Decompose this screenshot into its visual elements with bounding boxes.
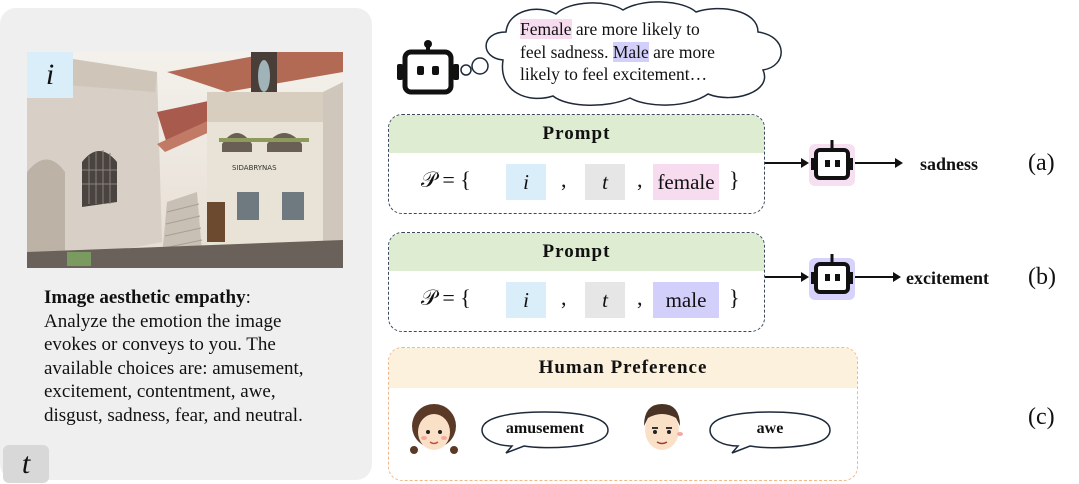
prompt-header: Prompt [389, 233, 764, 271]
task-title: Image aesthetic empathy [44, 287, 246, 308]
flow-arrows-b [765, 254, 901, 300]
human-preference-header: Human Preference [389, 348, 857, 388]
task-line: disgust, sadness, fear, and neutral. [44, 404, 303, 426]
task-line: excitement, contentment, awe, [44, 381, 276, 402]
comma: , [561, 167, 567, 192]
task-line: Analyze the emotion the image [44, 310, 282, 332]
male-attribute-chip: male [653, 282, 719, 318]
task-line: evokes or conveys to you. The [44, 334, 276, 355]
prompt-box-male: Prompt 𝒫 = { i , t , male } [388, 232, 765, 332]
thought-line: likely to feel excitement… [520, 64, 708, 84]
robot-icon-male [811, 254, 853, 294]
case-tag-c: (c) [1028, 404, 1055, 430]
prompt-close-brace: } [729, 285, 740, 310]
female-highlight: Female [520, 19, 572, 39]
case-tag-b: (b) [1028, 264, 1056, 290]
sign-text: SIDABRYNAS [232, 164, 277, 172]
prompt-formula: 𝒫 = { [421, 285, 471, 310]
task-colon: : [245, 287, 251, 308]
task-instruction: Image aesthetic empathy: Analyze the emo… [44, 286, 364, 427]
speech-bubble-male [709, 411, 831, 454]
thought-text: Female are more likely to feel sadness. … [520, 18, 755, 86]
output-label-b: excitement [906, 268, 989, 288]
text-token-chip: t [585, 282, 625, 318]
male-highlight: Male [612, 41, 649, 62]
comma: , [637, 285, 643, 310]
comma: , [637, 167, 643, 192]
female-face-icon [410, 404, 458, 454]
comma: , [561, 285, 567, 310]
text-token-chip: t [585, 164, 625, 200]
task-line: available choices are: amusement, [44, 357, 304, 379]
image-token-chip: i [506, 282, 546, 318]
speech-bubble-female [481, 411, 609, 454]
image-token-chip: i [506, 164, 546, 200]
image-token-tag: i [27, 52, 73, 98]
output-label-a: sadness [920, 154, 979, 174]
case-tag-a: (a) [1028, 150, 1055, 176]
prompt-formula: 𝒫 = { [421, 167, 471, 192]
prompt-close-brace: } [729, 167, 740, 192]
male-preference-answer: awe [756, 420, 784, 437]
thought-line: feel sadness. [520, 41, 613, 62]
prompt-header: Prompt [389, 115, 764, 153]
thought-line: are more likely to [571, 19, 700, 39]
thinking-robot-icon [397, 40, 459, 95]
male-face-icon [644, 404, 683, 450]
human-preference-box: Human Preference [388, 347, 858, 481]
courtyard-photo: SIDABRYNAS [27, 52, 343, 268]
female-attribute-chip: female [653, 164, 719, 200]
prompt-box-female: Prompt 𝒫 = { i , t , female } [388, 114, 765, 214]
robot-icon-female [811, 140, 853, 180]
thought-line: are more [648, 41, 715, 62]
flow-arrows-a [765, 140, 903, 186]
text-token-tag: t [3, 445, 49, 483]
female-preference-answer: amusement [505, 420, 585, 437]
